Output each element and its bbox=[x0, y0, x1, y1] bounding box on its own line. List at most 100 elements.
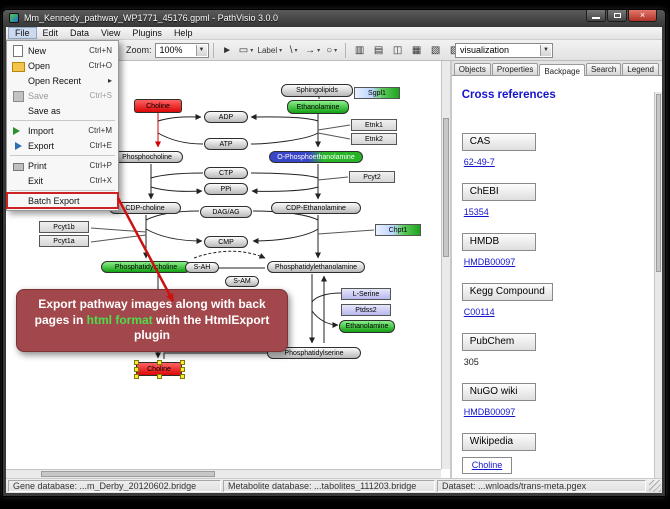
menu-item-save[interactable]: Save Ctrl+S bbox=[7, 88, 118, 103]
pathway-node-cdp-ethanolamine[interactable]: CDP-Ethanolamine bbox=[271, 202, 361, 214]
menu-item-import[interactable]: Import Ctrl+M bbox=[7, 123, 118, 138]
pathway-node-cmp[interactable]: CMP bbox=[204, 236, 248, 248]
chevron-down-icon[interactable]: ▼ bbox=[195, 44, 207, 56]
align-top-button[interactable]: ▦ bbox=[408, 42, 425, 59]
zoom-combobox[interactable]: 100% ▼ bbox=[154, 42, 209, 58]
selection-handle[interactable] bbox=[180, 360, 185, 365]
menu-item-open[interactable]: Open Ctrl+O bbox=[7, 58, 118, 73]
datanode-tool-button[interactable]: ▭▾ bbox=[238, 42, 255, 59]
xref-link[interactable]: HMDB00097 bbox=[463, 407, 516, 417]
pathway-node-phosphocholine[interactable]: Phosphocholine bbox=[111, 151, 183, 163]
pathway-node-etnk2[interactable]: Etnk2 bbox=[351, 133, 397, 145]
visualization-combobox[interactable]: visualization ▼ bbox=[455, 42, 553, 58]
pathway-node-adp[interactable]: ADP bbox=[204, 111, 248, 123]
resize-grip-icon[interactable] bbox=[649, 480, 661, 492]
pathway-node-choline[interactable]: Choline bbox=[134, 360, 185, 379]
selection-handle[interactable] bbox=[134, 360, 139, 365]
pathway-node-ptdss2[interactable]: Ptdss2 bbox=[341, 304, 391, 316]
selection-handle[interactable] bbox=[157, 374, 162, 379]
xref-link[interactable]: HMDB00097 bbox=[463, 257, 516, 267]
selection-handle[interactable] bbox=[157, 360, 162, 365]
align-left-button[interactable]: ◫ bbox=[389, 42, 406, 59]
tab-properties[interactable]: Properties bbox=[491, 63, 539, 75]
pathway-node-pcyt1b[interactable]: Pcyt1b bbox=[39, 221, 89, 233]
pathway-node-chpt1[interactable]: Chpt1 bbox=[375, 224, 421, 236]
pathway-node-s-am[interactable]: S-AM bbox=[225, 276, 259, 287]
common-width-button[interactable]: ▧ bbox=[427, 42, 444, 59]
pathway-node-ctp[interactable]: CTP bbox=[204, 167, 248, 179]
menu-edit[interactable]: Edit bbox=[42, 28, 59, 38]
menu-item-new[interactable]: New Ctrl+N bbox=[7, 43, 118, 58]
connector-tool-button[interactable]: →▾ bbox=[304, 42, 321, 59]
chevron-down-icon[interactable]: ▼ bbox=[540, 44, 551, 56]
menu-file[interactable]: File bbox=[8, 27, 37, 39]
menu-plugins[interactable]: Plugins bbox=[132, 28, 162, 38]
minimize-button[interactable] bbox=[586, 10, 606, 22]
shape-tool-button[interactable]: ○▾ bbox=[323, 42, 340, 59]
tab-backpage[interactable]: Backpage bbox=[539, 64, 585, 76]
menu-item-batch-export[interactable]: Batch Export bbox=[6, 192, 119, 209]
menu-data[interactable]: Data bbox=[70, 28, 90, 38]
common-height-button[interactable]: ▨ bbox=[446, 42, 463, 59]
scrollbar-thumb[interactable] bbox=[656, 94, 661, 272]
menu-view[interactable]: View bbox=[101, 28, 121, 38]
maximize-icon bbox=[613, 13, 621, 18]
pathway-node-pcyt1a[interactable]: Pcyt1a bbox=[39, 235, 89, 247]
menu-help[interactable]: Help bbox=[173, 28, 193, 38]
pathway-node-phosphatidylserine[interactable]: Phosphatidylserine bbox=[267, 347, 361, 359]
zoom-label: Zoom: bbox=[126, 45, 152, 55]
xref-section-hmdb: HMDB HMDB00097 bbox=[461, 231, 662, 267]
pathway-node-ethanolamine[interactable]: Ethanolamine bbox=[339, 320, 395, 333]
menu-item-export[interactable]: Export Ctrl+E bbox=[7, 138, 118, 153]
xref-link[interactable]: Choline bbox=[461, 457, 513, 474]
selection-handle[interactable] bbox=[180, 367, 185, 372]
pathway-node-dag-ag[interactable]: DAG/AG bbox=[200, 206, 252, 218]
line-tool-button[interactable]: \▾ bbox=[285, 42, 302, 59]
import-icon bbox=[11, 125, 25, 136]
pathway-node-phosphatidylcholine[interactable]: Phosphatidylcholine bbox=[101, 261, 191, 273]
selection-handle[interactable] bbox=[134, 374, 139, 379]
panel-vertical-scrollbar[interactable] bbox=[654, 92, 662, 478]
pathway-node-cdp-choline[interactable]: CDP-choline bbox=[109, 202, 181, 214]
pathway-node-s-ah[interactable]: S-AH bbox=[185, 262, 219, 273]
pathway-node-atp[interactable]: ATP bbox=[204, 138, 248, 150]
menu-item-open-recent[interactable]: Open Recent ▸ bbox=[7, 73, 118, 88]
submenu-arrow-icon: ▸ bbox=[107, 76, 112, 85]
pathway-node-pcyt2[interactable]: Pcyt2 bbox=[349, 171, 395, 183]
xref-link[interactable]: 62-49-7 bbox=[463, 157, 495, 167]
scrollbar-thumb[interactable] bbox=[40, 471, 215, 477]
canvas-horizontal-scrollbar[interactable] bbox=[6, 469, 441, 478]
pathway-node-o-phosphoethanolamine[interactable]: O-Phosphoethanolamine bbox=[269, 151, 363, 163]
tab-objects[interactable]: Objects bbox=[453, 63, 491, 75]
tab-legend[interactable]: Legend bbox=[622, 63, 659, 75]
menu-item-print[interactable]: Print Ctrl+P bbox=[7, 158, 118, 173]
pathway-node-ppi[interactable]: PPi bbox=[204, 183, 248, 195]
menu-item-save-as[interactable]: Save as bbox=[7, 103, 118, 118]
xref-source-label: HMDB bbox=[461, 233, 536, 251]
pathway-node-etnk1[interactable]: Etnk1 bbox=[351, 119, 397, 131]
align-center-x-button[interactable]: ▥ bbox=[351, 42, 368, 59]
pathway-node-phosphatidylethanolamine[interactable]: Phosphatidylethanolamine bbox=[267, 261, 365, 273]
pathway-node-sphingolipids[interactable]: Sphingolipids bbox=[281, 84, 353, 97]
canvas-vertical-scrollbar[interactable] bbox=[440, 61, 450, 469]
pathway-node-sgpl1[interactable]: Sgpl1 bbox=[354, 87, 400, 99]
export-icon bbox=[11, 140, 25, 151]
scrollbar-thumb[interactable] bbox=[442, 118, 449, 257]
selection-tool-button[interactable]: ► bbox=[219, 42, 236, 59]
menu-item-exit[interactable]: Exit Ctrl+X bbox=[7, 173, 118, 188]
close-button[interactable]: × bbox=[628, 10, 657, 22]
xref-source-label: Kegg Compound bbox=[461, 283, 553, 301]
label-tool-button[interactable]: Label▾ bbox=[257, 42, 284, 59]
maximize-button[interactable] bbox=[607, 10, 627, 22]
pathway-node-l-serine[interactable]: L-Serine bbox=[341, 288, 391, 300]
tab-search[interactable]: Search bbox=[585, 63, 622, 75]
xref-link[interactable]: 15354 bbox=[463, 207, 489, 217]
selection-handle[interactable] bbox=[180, 374, 185, 379]
selection-handle[interactable] bbox=[134, 367, 139, 372]
xref-link[interactable]: C00114 bbox=[463, 307, 495, 317]
pathway-node-ethanolamine[interactable]: Ethanolamine bbox=[287, 100, 349, 114]
titlebar[interactable]: Mm_Kennedy_pathway_WP1771_45176.gpml - P… bbox=[3, 10, 665, 27]
pathway-node-choline[interactable]: Choline bbox=[134, 99, 182, 113]
align-center-y-button[interactable]: ▤ bbox=[370, 42, 387, 59]
